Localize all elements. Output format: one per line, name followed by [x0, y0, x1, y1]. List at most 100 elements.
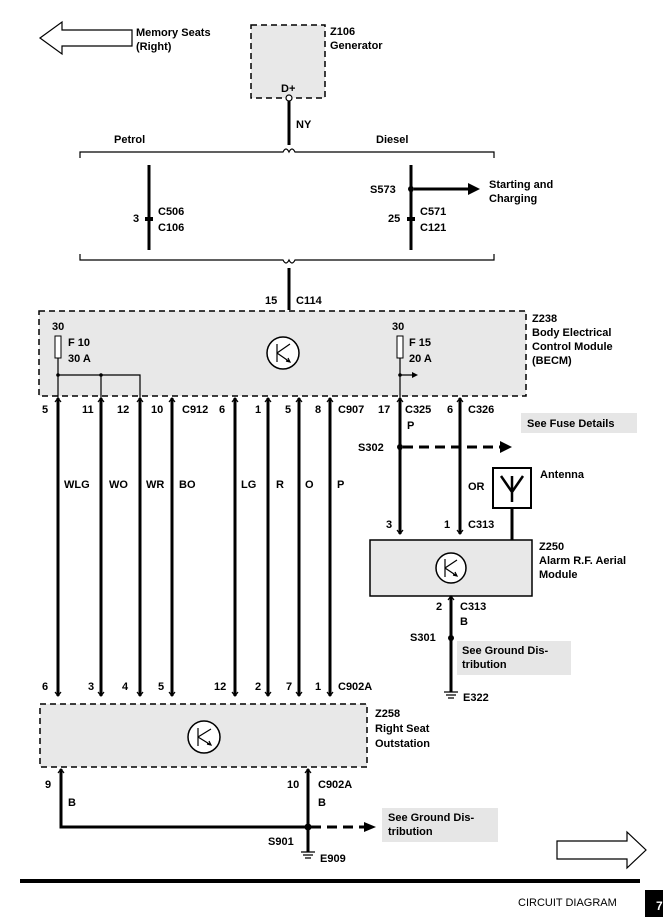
- page-number-tab: [645, 890, 663, 917]
- wire-or: OR: [468, 481, 485, 493]
- c325-label: C325: [405, 404, 431, 416]
- c902a-pin-8: 1: [315, 681, 321, 693]
- wire-color-o: O: [305, 479, 314, 491]
- c326-label: C326: [468, 404, 494, 416]
- c902a-top-label: C902A: [338, 681, 372, 693]
- alarm-id: Z250: [539, 541, 564, 553]
- c313-top-label: C313: [468, 519, 494, 531]
- c325-pin: 17: [378, 404, 390, 416]
- c902a-bottom-pin-left: 9: [45, 779, 51, 791]
- alarm-name-2: Module: [539, 569, 578, 581]
- petrol-pin: 3: [133, 213, 139, 225]
- c907-pin-3: 5: [285, 404, 291, 416]
- continuation-arrow-icon: [556, 830, 647, 870]
- wire-ny: NY: [296, 119, 312, 131]
- fuse-f10-icon: [54, 335, 62, 359]
- seat-transistor-icon: [187, 720, 221, 754]
- c902a-pin-5: 12: [214, 681, 226, 693]
- memory-seats-label-1: Memory Seats: [136, 27, 211, 39]
- starting-charging-1: Starting and: [489, 179, 553, 191]
- c571-label: C571: [420, 206, 446, 218]
- s302-splice: [397, 444, 403, 450]
- fuse2-rating: 20 A: [409, 353, 432, 365]
- see-ground-box-1: [457, 641, 571, 675]
- see-ground-2-line1[interactable]: See Ground Dis-: [388, 812, 475, 824]
- s301-label: S301: [410, 632, 436, 644]
- c106-label: C106: [158, 222, 184, 234]
- c506-label: C506: [158, 206, 184, 218]
- wire-color-r: R: [276, 479, 284, 491]
- see-fuse-details[interactable]: See Fuse Details: [527, 418, 614, 430]
- c902a-pin-4: 5: [158, 681, 164, 693]
- c912-pin-1: 5: [42, 404, 48, 416]
- antenna-icon: [499, 475, 525, 502]
- wire-color-wr: WR: [146, 479, 164, 491]
- fuse2-supply: 30: [392, 321, 404, 333]
- becm-name-2: Control Module: [532, 341, 613, 353]
- wire-color-lg: LG: [241, 479, 256, 491]
- c506-connector-icon: [145, 217, 153, 221]
- see-ground-1-line1[interactable]: See Ground Dis-: [462, 645, 549, 657]
- generator-pin: D+: [281, 83, 295, 95]
- see-ground-1-line2[interactable]: tribution: [462, 659, 507, 671]
- c571-connector-icon: [407, 217, 415, 221]
- antenna-label: Antenna: [540, 469, 585, 481]
- c114-label: C114: [296, 295, 323, 307]
- harness-wires: [56, 398, 332, 696]
- c313-bottom-pin: 2: [436, 601, 442, 613]
- petrol-label: Petrol: [114, 134, 145, 146]
- becm-name-3: (BECM): [532, 355, 572, 367]
- c325-wire: P: [407, 420, 414, 432]
- see-ground-box-2: [382, 808, 498, 842]
- s573-label: S573: [370, 184, 396, 196]
- wire-color-bo: BO: [179, 479, 196, 491]
- generator-name: Generator: [330, 40, 383, 52]
- diesel-label: Diesel: [376, 134, 408, 146]
- c907-label: C907: [338, 404, 364, 416]
- fuse1-supply: 30: [52, 321, 64, 333]
- memory-seats-arrow-icon: [38, 20, 133, 56]
- c313-bottom-label: C313: [460, 601, 486, 613]
- c902a-pin-2: 3: [88, 681, 94, 693]
- starting-charging-2: Charging: [489, 193, 537, 205]
- wire-color-p: P: [337, 479, 344, 491]
- c313-top-pin-right: 1: [444, 519, 450, 531]
- c902a-pin-3: 4: [122, 681, 129, 693]
- becm-transistor-icon: [266, 336, 300, 370]
- ground-e322-icon: [444, 691, 458, 699]
- c313-bottom-wire: B: [460, 616, 468, 628]
- c121-label: C121: [420, 222, 446, 234]
- e909-label: E909: [320, 853, 346, 865]
- diesel-pin: 25: [388, 213, 400, 225]
- s573-splice: [408, 186, 414, 192]
- c114-pin: 15: [265, 295, 277, 307]
- e322-label: E322: [463, 692, 489, 704]
- c902a-bottom-pin-right: 10: [287, 779, 299, 791]
- c902a-bottom-wire-left: B: [68, 797, 76, 809]
- memory-seats-label-2: (Right): [136, 41, 172, 53]
- s901-label: S901: [268, 836, 294, 848]
- c912-label: C912: [182, 404, 208, 416]
- ground-e909-icon: [301, 851, 315, 859]
- alarm-transistor-icon: [435, 552, 467, 584]
- fuse-f15-icon: [396, 335, 404, 359]
- c902a-bottom-label: C902A: [318, 779, 352, 791]
- c907-pin-2: 1: [255, 404, 261, 416]
- c912-pin-2: 11: [82, 404, 94, 416]
- c326-pin: 6: [447, 404, 453, 416]
- connector-ticks: [54, 397, 334, 697]
- c907-pin-1: 6: [219, 404, 225, 416]
- generator-terminal: [285, 94, 293, 102]
- fuse1-id: F 10: [68, 337, 90, 349]
- see-ground-2-line2[interactable]: tribution: [388, 826, 433, 838]
- c907-pin-4: 8: [315, 404, 321, 416]
- wire-color-wlg: WLG: [64, 479, 90, 491]
- ground-dist-arrow-icon: [364, 822, 376, 832]
- footer-title: CIRCUIT DIAGRAM: [518, 897, 617, 909]
- c902a-pin-6: 2: [255, 681, 261, 693]
- c912-pin-4: 10: [151, 404, 163, 416]
- s901-splice: [304, 823, 312, 831]
- page-number: 7: [656, 899, 663, 913]
- becm-name-1: Body Electrical: [532, 327, 611, 339]
- fuse2-id: F 15: [409, 337, 431, 349]
